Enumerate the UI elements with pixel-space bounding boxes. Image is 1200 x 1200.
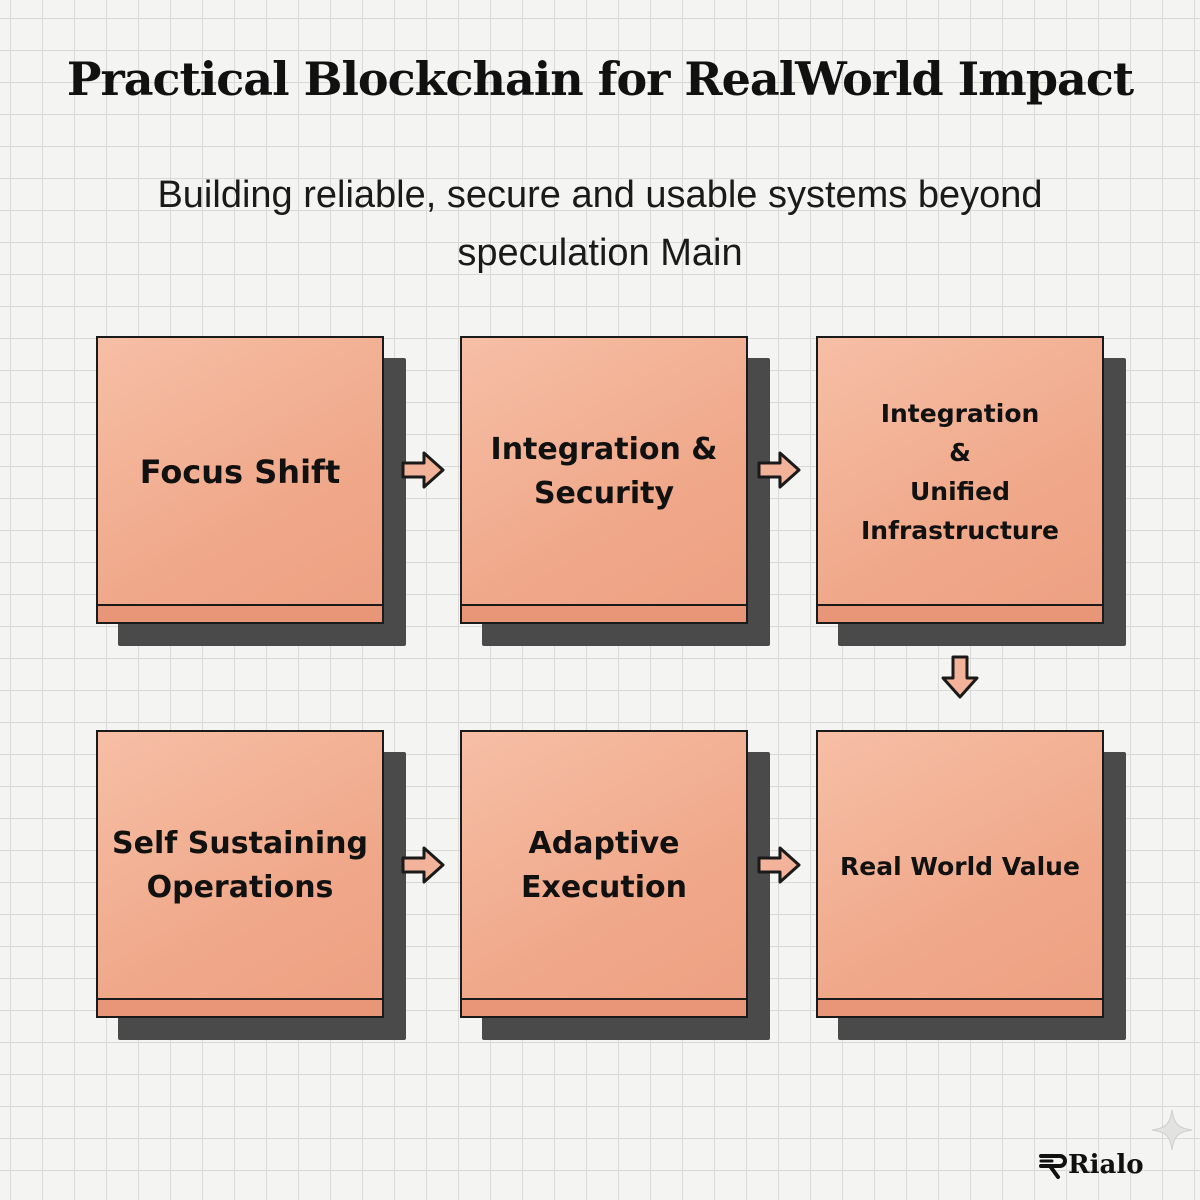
block-face: Adaptive Execution bbox=[460, 730, 748, 1018]
step-block-real-world-value: Real World Value bbox=[816, 730, 1126, 1040]
sparkle-icon bbox=[1151, 1109, 1193, 1151]
step-label: Self Sustaining Operations bbox=[112, 826, 368, 905]
step-block-integration-security: Integration & Security bbox=[460, 336, 770, 646]
step-block-adaptive-execution: Adaptive Execution bbox=[460, 730, 770, 1040]
block-face: Self Sustaining Operations bbox=[96, 730, 384, 1018]
arrow-down-icon bbox=[941, 655, 979, 699]
block-face: Integration & Unified Infrastructure bbox=[816, 336, 1104, 624]
arrow-right-icon bbox=[401, 846, 445, 884]
block-face: Focus Shift bbox=[96, 336, 384, 624]
arrow-right-icon bbox=[757, 451, 801, 489]
page-title: Practical Blockchain for RealWorld Impac… bbox=[66, 52, 1134, 106]
step-block-unified-infrastructure: Integration & Unified Infrastructure bbox=[816, 336, 1126, 646]
step-block-focus-shift: Focus Shift bbox=[96, 336, 406, 646]
step-label: Adaptive Execution bbox=[521, 826, 687, 905]
step-block-self-sustaining: Self Sustaining Operations bbox=[96, 730, 406, 1040]
arrow-right-icon bbox=[401, 451, 445, 489]
arrow-right-icon bbox=[757, 846, 801, 884]
block-face: Integration & Security bbox=[460, 336, 748, 624]
step-label: Real World Value bbox=[840, 851, 1080, 881]
block-face: Real World Value bbox=[816, 730, 1104, 1018]
page-subtitle: Building reliable, secure and usable sys… bbox=[157, 174, 1043, 274]
brand-name: Rialo bbox=[1068, 1150, 1144, 1180]
brand-logo: Rialo bbox=[1038, 1150, 1144, 1180]
rialo-logo-icon bbox=[1039, 1154, 1067, 1179]
step-label: Integration & Security bbox=[490, 432, 718, 511]
step-label: Focus Shift bbox=[139, 453, 341, 491]
step-label: Integration & Unified Infrastructure bbox=[861, 399, 1059, 545]
